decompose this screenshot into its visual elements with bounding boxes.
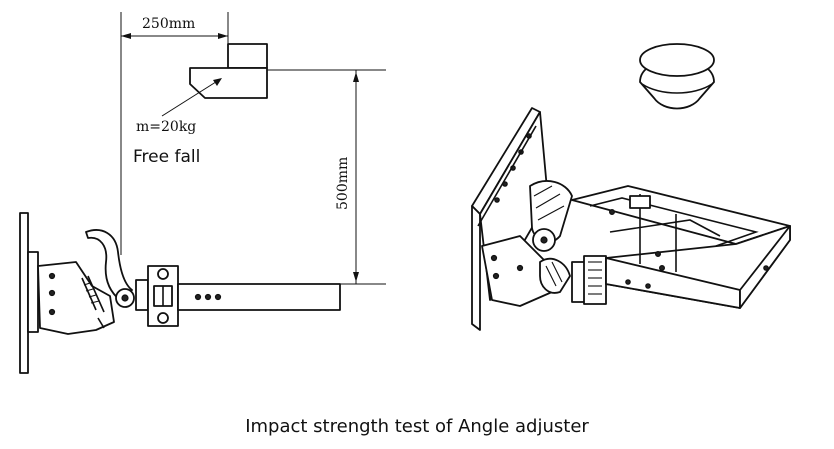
bearing-block (135, 265, 179, 327)
mass-label: m=20kg (136, 119, 196, 135)
wall-plate (19, 212, 39, 374)
impact-weight (189, 43, 386, 99)
coupling-3d (571, 255, 607, 305)
isometric-drawing (471, 43, 791, 331)
free-fall-label: Free fall (133, 147, 200, 167)
vertical-dimension-label: 500mm (335, 157, 351, 210)
mass-leader (161, 78, 222, 117)
adjuster-mechanism-3d (481, 180, 573, 307)
schematic-drawing: 250mm m=20kg Free fall 500mm (19, 12, 386, 374)
angle-adjuster (37, 229, 135, 335)
dome-weight (639, 43, 715, 110)
test-arm (177, 283, 341, 311)
horizontal-dimension-label: 250mm (142, 16, 195, 32)
horizontal-dimension: 250mm (120, 12, 229, 255)
vertical-dimension: 500mm (335, 70, 386, 285)
figure-caption: Impact strength test of Angle adjuster (245, 416, 589, 437)
test-frame-3d (571, 185, 791, 309)
